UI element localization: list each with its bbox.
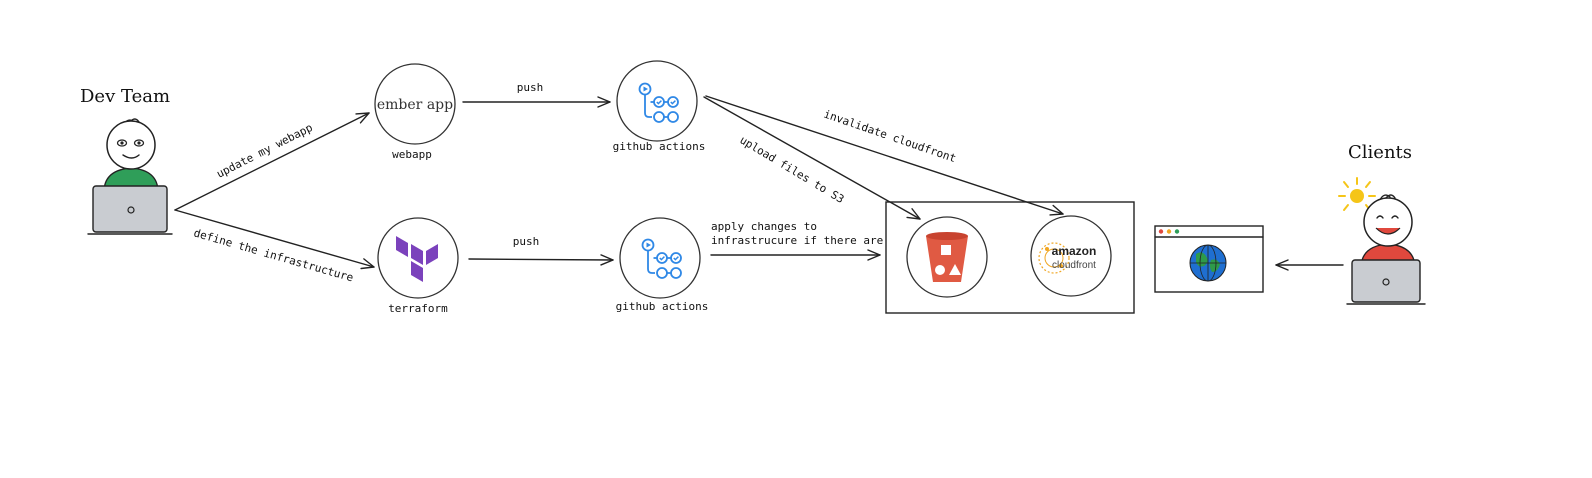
browser-window-icon (1154, 225, 1264, 293)
terraform-icon (396, 236, 438, 282)
cloudfront-logo-line1: amazon (1052, 244, 1097, 258)
terraform-caption: terraform (388, 302, 448, 315)
dev-team-title: Dev Team (80, 86, 170, 107)
gha-bottom-node (619, 217, 701, 299)
edge-label-push-bottom: push (513, 235, 540, 248)
s3-node (906, 216, 988, 298)
aws-container (885, 201, 1135, 314)
dev-laptop-icon (87, 185, 173, 235)
s3-bucket-icon (926, 232, 968, 282)
edge-label-update-webapp: update my webapp (214, 121, 314, 181)
client-head (1363, 197, 1413, 247)
edge-label-upload-s3: upload files to S3 (737, 133, 846, 206)
edge-label-define-infra: define the infrastructure (192, 226, 355, 284)
globe-icon (1189, 244, 1227, 282)
cloudfront-logo-line2: cloudfront (1052, 260, 1096, 271)
edge-push-bottom (468, 254, 614, 266)
clients-title: Clients (1348, 142, 1412, 163)
edge-define-infra (174, 209, 375, 270)
dev-head (106, 120, 156, 170)
client-person-icon (1360, 194, 1416, 269)
sun-icon (1338, 177, 1376, 211)
webapp-caption: webapp (392, 148, 432, 161)
github-actions-icon (638, 82, 679, 123)
edge-label-apply-line1: apply changes to (711, 220, 817, 233)
client-laptop-icon (1346, 259, 1426, 305)
webapp-node-text: ember app (377, 97, 453, 113)
cloudfront-icon (1038, 242, 1070, 274)
dev-person-icon (103, 118, 159, 193)
edge-label-apply-line2: infrastrucure if there are (711, 234, 883, 247)
terraform-node (377, 217, 459, 299)
edge-invalidate-cloudfront (705, 95, 1064, 216)
edge-update-webapp (174, 112, 370, 211)
gha-top-caption: github actions (613, 140, 706, 153)
edge-upload-s3 (703, 96, 921, 220)
cloudfront-node: amazon cloudfront (1030, 215, 1112, 297)
webapp-node: ember app (374, 63, 456, 145)
gha-top-node (616, 60, 698, 142)
edge-label-push-top: push (517, 81, 544, 94)
github-actions-icon (641, 238, 682, 279)
gha-bottom-caption: github actions (616, 300, 709, 313)
